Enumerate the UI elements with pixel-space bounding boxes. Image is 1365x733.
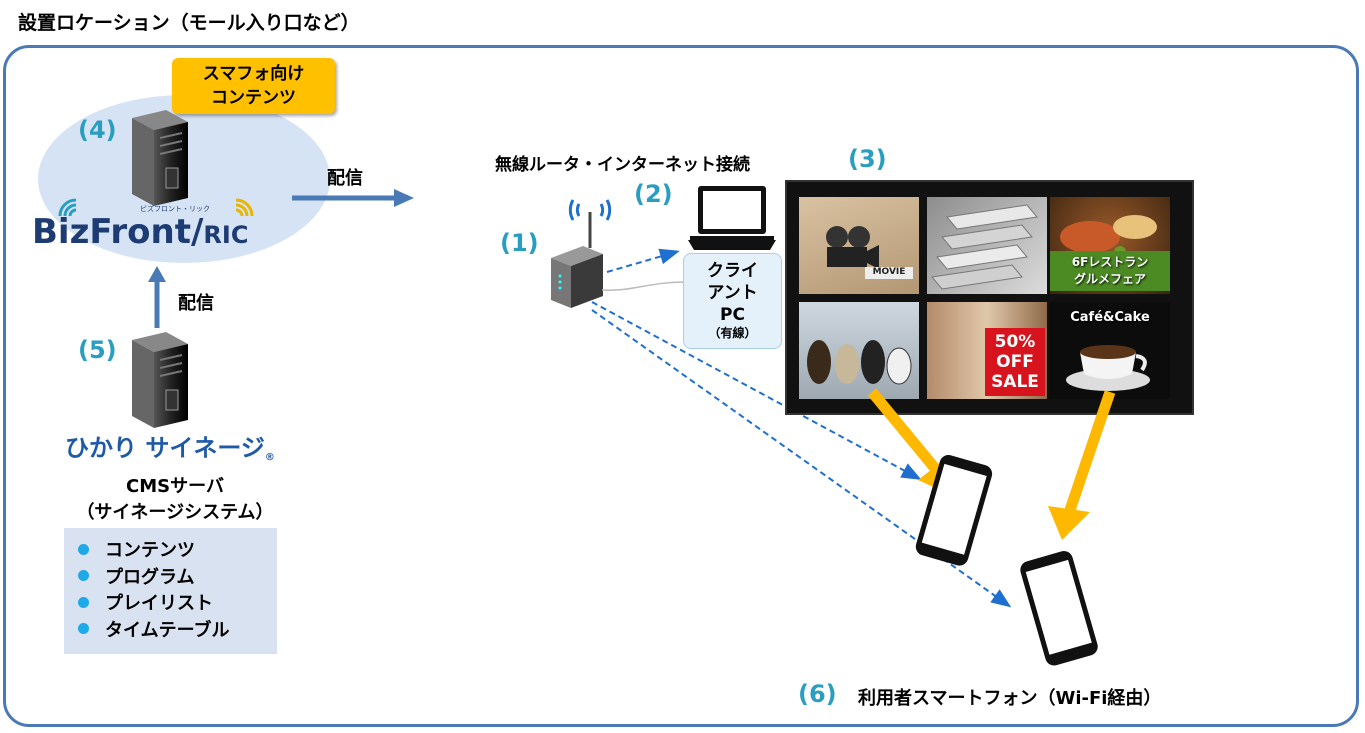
router-label: 無線ルータ・インターネット接続 <box>495 155 750 175</box>
signage-display: MOVIE 6Fレストラン グルメフェア 50% <box>785 180 1194 415</box>
distribute-right-arrow-icon <box>292 189 414 207</box>
distribute-right-label: 配信 <box>327 168 363 189</box>
tile-cafe: Café&Cake <box>1050 302 1170 399</box>
hikari-signage-logo: ひかり サイネージ® <box>65 428 275 463</box>
hikari-logo-text: ひかり サイネージ <box>65 434 265 462</box>
pc-line3: PC <box>720 305 745 325</box>
label-5: (5) <box>78 336 117 364</box>
list-item: タイムテーブル <box>78 618 277 645</box>
label-3: (3) <box>848 145 887 173</box>
cafe-label: Café&Cake <box>1070 310 1150 325</box>
coffee-cup-icon <box>1066 345 1150 391</box>
wifi-right-icon <box>235 198 254 217</box>
client-pc-box: クライ アント PC （有線） <box>683 253 782 349</box>
smartphone-2-icon <box>1020 551 1098 666</box>
location-frame <box>3 45 1359 727</box>
list-item: コンテンツ <box>78 538 277 565</box>
laptop-icon <box>688 186 776 250</box>
list-item: プログラム <box>78 565 277 592</box>
cms-server-icon <box>132 332 188 428</box>
registered-mark: ® <box>264 452 275 463</box>
tile-books <box>927 197 1047 294</box>
dogs-icon <box>807 340 912 385</box>
bizfront-small-text: ビズフロント・リック <box>140 205 210 213</box>
pc-line4: （有線） <box>708 326 757 340</box>
cms-features-list: コンテンツ プログラム プレイリスト タイムテーブル <box>64 528 277 654</box>
cms-line2: （サイネージシステム） <box>76 502 274 523</box>
list-item: プレイリスト <box>78 591 277 618</box>
pc-line1: クライ <box>707 261 758 281</box>
tile-dogs <box>799 302 919 399</box>
wireless-router-icon <box>551 199 612 308</box>
distribute-up-label: 配信 <box>178 293 214 314</box>
smartphone-content-callout: スマフォ向け コンテンツ <box>172 58 335 114</box>
bizfront-ric-logo: BizFront/RIC <box>32 212 248 252</box>
cms-server-label: CMSサーバ （サイネージシステム） <box>60 474 290 526</box>
movie-label: MOVIE <box>872 267 906 277</box>
bullet-icon <box>78 596 89 608</box>
wifi-left-icon <box>58 198 77 217</box>
label-6: (6) <box>798 680 837 708</box>
bizfront-server-icon <box>132 110 188 206</box>
tile-movie: MOVIE <box>799 197 919 294</box>
bullet-icon <box>78 623 89 634</box>
label-1: (1) <box>500 229 539 257</box>
diagram-title: 設置ロケーション（モール入り口など） <box>18 12 360 34</box>
callout-line1: スマフォ向け <box>202 64 305 84</box>
bizfront-logo-text: BizFront/ <box>32 212 204 252</box>
smartphone-1-icon <box>915 454 993 566</box>
tile-restaurant: 6Fレストラン グルメフェア <box>1050 197 1170 294</box>
ric-logo-text: RIC <box>203 221 249 249</box>
tile-sale: 50% OFF SALE <box>927 302 1047 399</box>
label-4: (4) <box>78 116 117 144</box>
books-icon <box>931 204 1038 290</box>
smartphone-user-label: 利用者スマートフォン（Wi-Fi経由） <box>858 688 1162 709</box>
movie-camera-icon <box>826 226 913 279</box>
restaurant-label: 6Fレストラン グルメフェア <box>1050 251 1170 291</box>
callout-line2: コンテンツ <box>211 88 296 108</box>
pc-line2: アント <box>707 283 758 303</box>
bullet-icon <box>78 570 89 581</box>
label-2: (2) <box>634 180 673 208</box>
cms-line1: CMSサーバ <box>126 476 224 497</box>
bullet-icon <box>78 543 89 555</box>
distribute-up-arrow-icon <box>148 266 166 328</box>
sale-badge: 50% OFF SALE <box>985 328 1045 396</box>
